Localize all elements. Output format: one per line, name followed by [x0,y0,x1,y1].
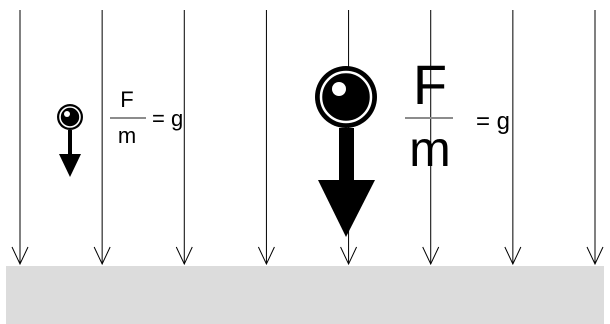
small-equals-g: = g [152,106,183,131]
large-denominator: m [409,121,451,177]
small-equation: F m = g [110,87,183,148]
small-ball-highlight [64,111,70,117]
field-line-arrowhead [422,246,440,266]
large-ball [315,66,377,128]
field-line-arrowhead [257,246,275,266]
field-line-arrowhead [504,246,522,266]
large-numerator: F [413,53,447,116]
gravitational-field-lines [11,10,604,266]
small-denominator: m [118,123,136,148]
small-ball [57,104,83,130]
small-numerator: F [120,87,133,112]
field-line-arrowhead [93,246,111,266]
large-ball-highlight [332,82,346,96]
field-line-arrowhead [175,246,193,266]
small-force-arrowhead [59,154,81,177]
small-ball-rim [59,106,81,128]
small-object [57,104,83,177]
ground [6,266,604,324]
large-equation: F m = g [405,53,510,177]
large-equals-g: = g [476,108,510,135]
field-line-arrowhead [586,246,604,266]
large-force-shaft [339,128,354,182]
large-force-arrowhead [318,180,375,237]
field-line-arrowhead [340,246,358,266]
field-line-arrowhead [11,246,29,266]
large-object [315,66,377,237]
small-force-shaft [68,130,72,155]
large-ball-rim [319,70,373,124]
